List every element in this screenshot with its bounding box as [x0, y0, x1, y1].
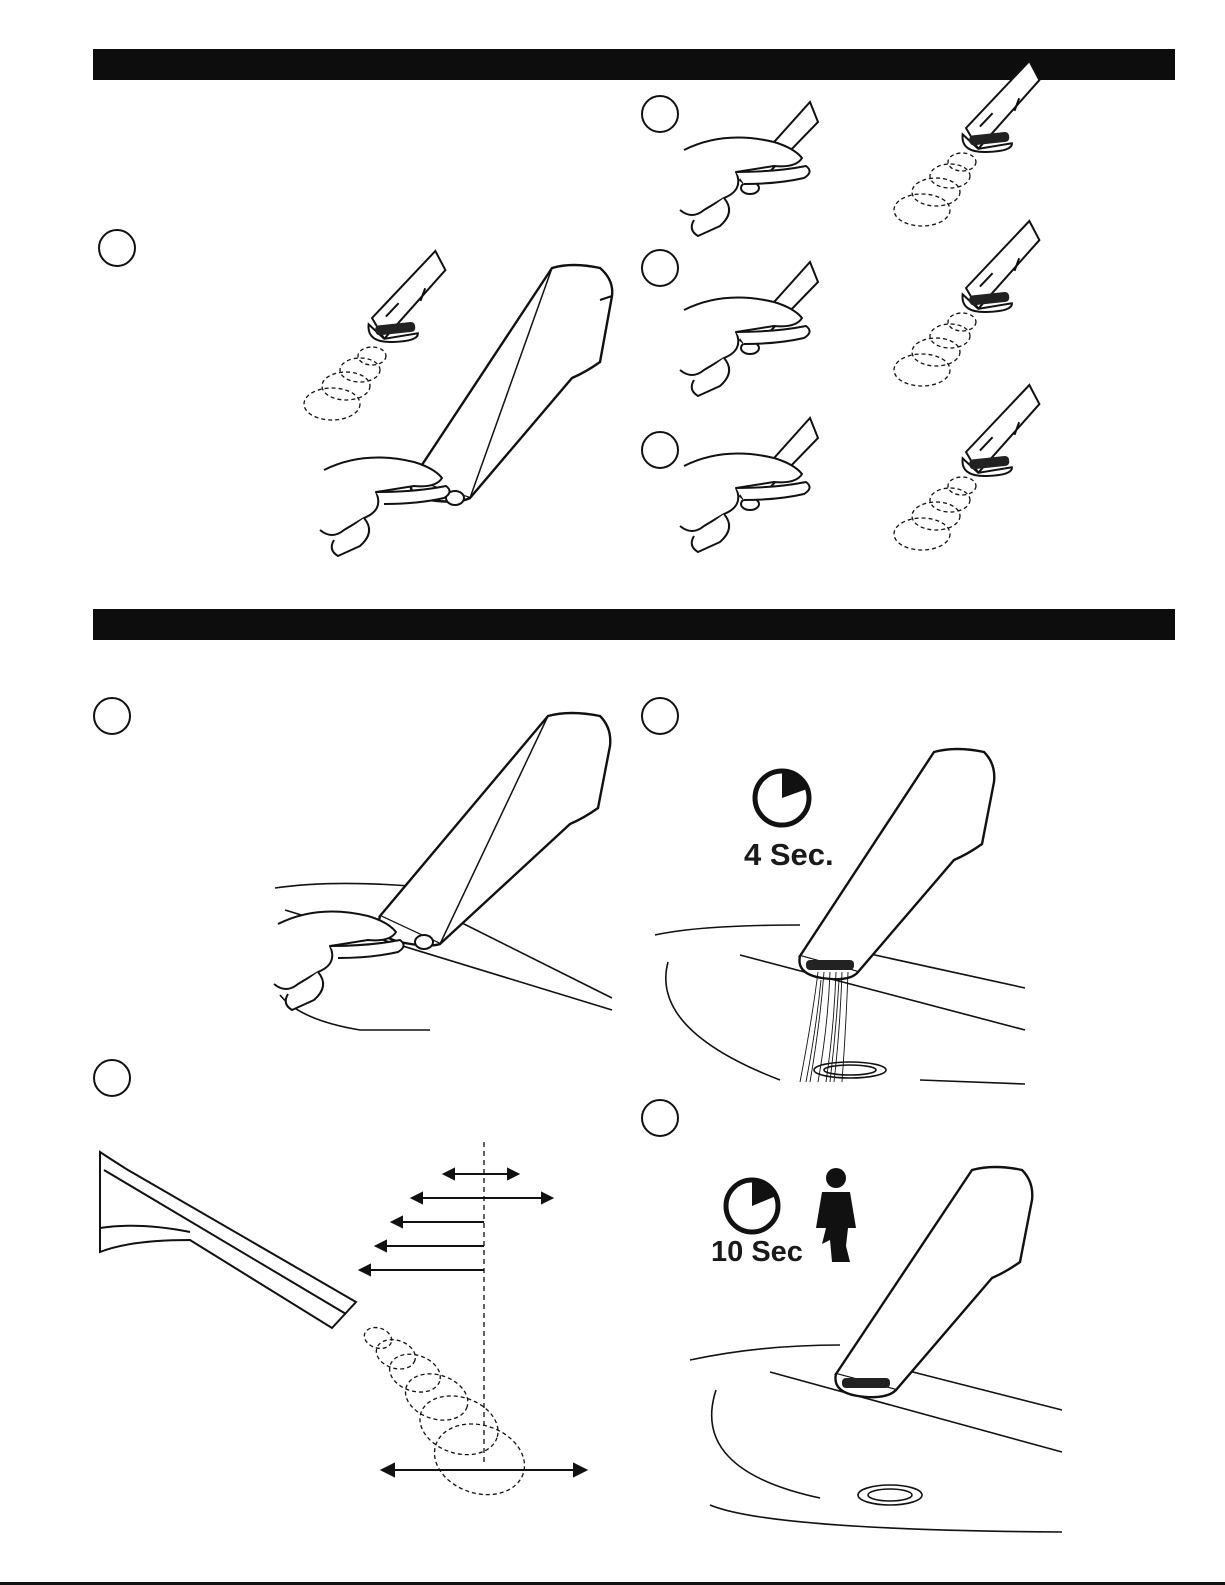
sensor-faucet-icon [955, 220, 1046, 315]
hand-finger-press-icon [320, 458, 450, 557]
sensor-faucet-icon [361, 250, 452, 345]
person-standing-icon [816, 1168, 856, 1262]
sensor-faucet-icon [955, 60, 1046, 155]
sensor-beam-icon [894, 477, 976, 550]
sensor-beam-icon [304, 347, 386, 420]
sensor-faucet-icon [835, 1167, 1032, 1397]
step-circle-icon [94, 1060, 130, 1096]
timer-icon [726, 1180, 778, 1232]
step-circle-icon [642, 250, 678, 286]
sensor-faucet-icon [100, 1152, 356, 1328]
sensor-faucet-icon [379, 713, 610, 949]
sensor-faucet-icon [411, 265, 612, 505]
sensor-beam-icon [894, 153, 976, 226]
sensor-beam-icon [328, 1324, 552, 1506]
step-circle-icon [642, 1100, 678, 1136]
timer-10-sec-label: 10 Sec [711, 1236, 803, 1269]
sensor-beam-icon [894, 313, 976, 386]
step-circle-icon [94, 698, 130, 734]
step-circle-icon [642, 698, 678, 734]
double-arrow-icon [360, 1169, 586, 1476]
timer-4-sec-label: 4 Sec. [744, 837, 834, 873]
hand-finger-press-icon [274, 912, 404, 1011]
step-circle-icon [642, 96, 678, 132]
step-circle-icon [99, 230, 135, 266]
step-circle-icon [642, 432, 678, 468]
sensor-faucet-icon [955, 384, 1046, 479]
timer-icon [755, 771, 809, 825]
